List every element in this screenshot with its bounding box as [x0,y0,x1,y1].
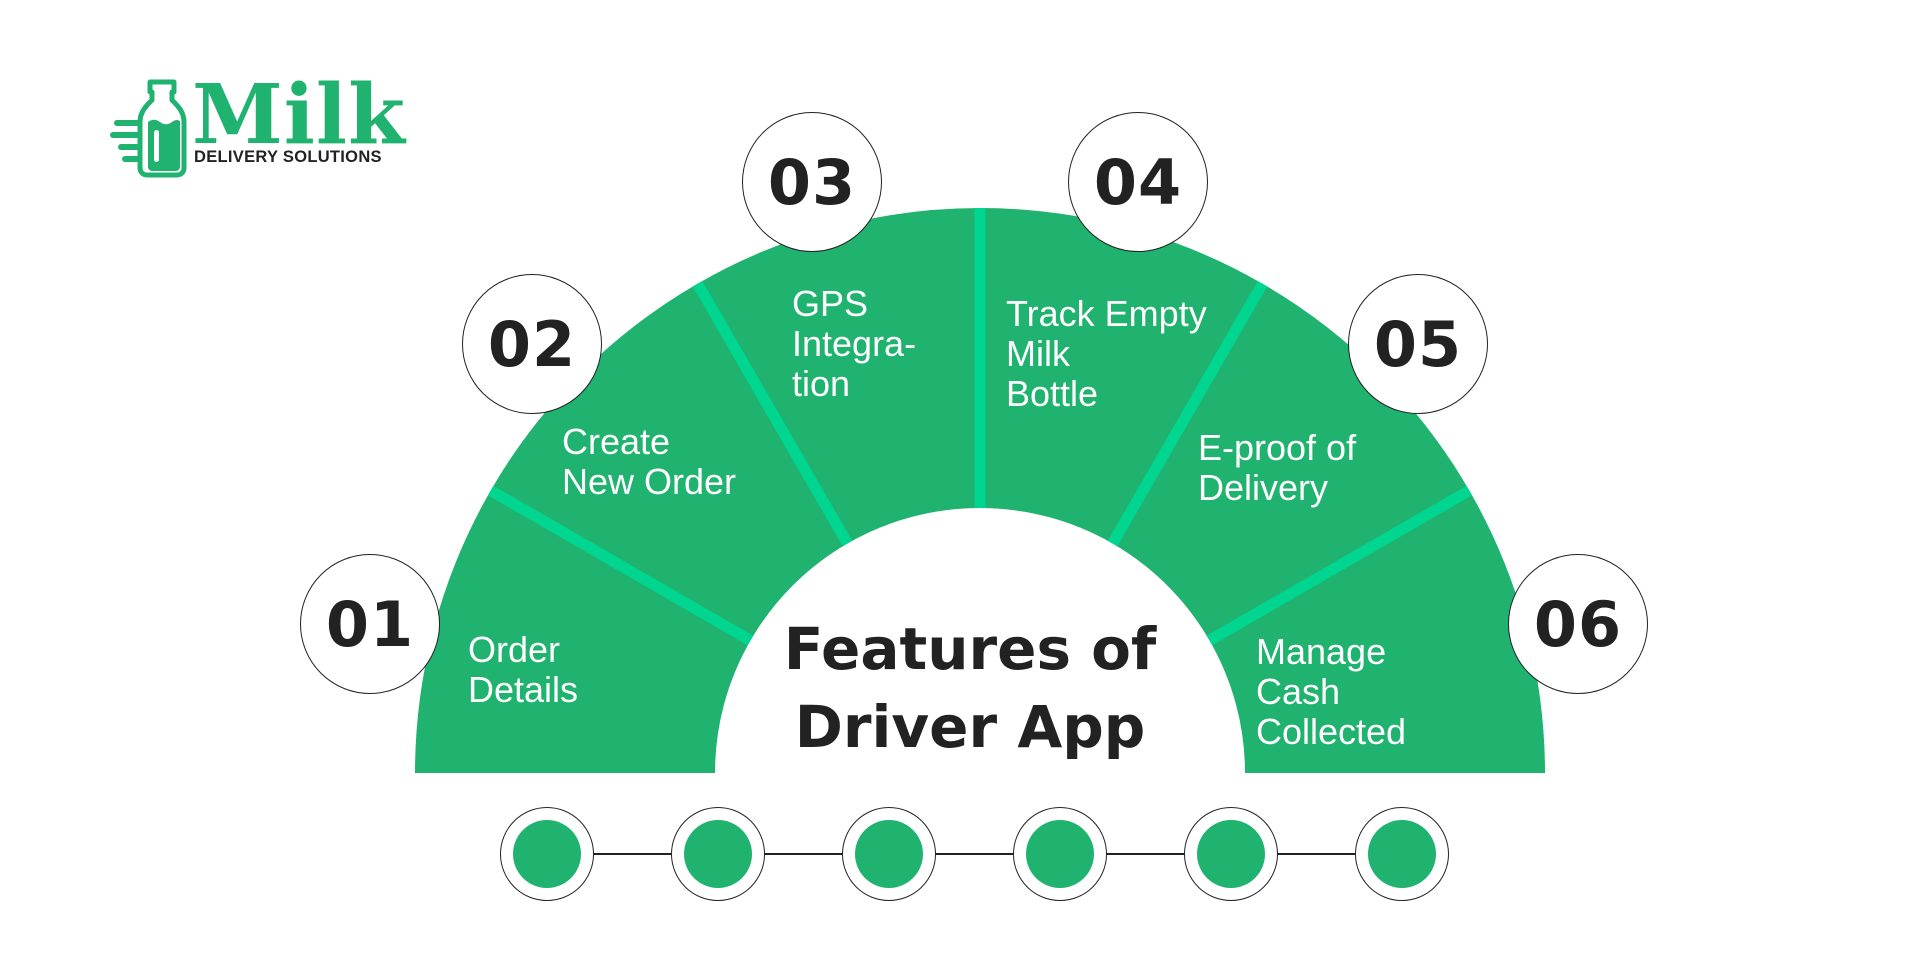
timeline-dot-fill [513,820,581,888]
segment-divider [1206,485,1473,646]
brand-name: Milk [192,67,406,163]
feature-segment-01 [415,490,751,773]
timeline-line [545,853,1400,855]
feature-number-05: 05 [1348,274,1488,414]
brand-logo: Milk DELIVERY SOLUTIONS [110,70,410,178]
timeline-dot-fill [1026,820,1094,888]
timeline-dot-5 [1184,807,1278,901]
feature-label-01: Order Details [468,629,579,710]
feature-number-06: 06 [1508,554,1648,694]
timeline-dot-fill [855,820,923,888]
segment-divider [1107,280,1268,547]
page-title: Features of Driver App [783,615,1157,761]
feature-segment-06 [1209,490,1545,773]
feature-label-04: Track Empty Milk Bottle [1006,293,1207,414]
timeline-dot-6 [1355,807,1449,901]
segment-divider [487,485,754,646]
feature-label-02: Create New Order [562,421,737,502]
feature-label-06: Manage Cash Collected [1256,631,1407,752]
timeline-dot-4 [1013,807,1107,901]
timeline-dot-2 [671,807,765,901]
timeline-dot-1 [500,807,594,901]
feature-segment-02 [490,283,848,641]
brand-tagline: DELIVERY SOLUTIONS [194,148,382,166]
feature-segment-04 [980,208,1263,544]
feature-segment-05 [1112,283,1470,641]
segment-divider [692,280,853,547]
feature-number-03: 03 [742,112,882,252]
timeline-dot-3 [842,807,936,901]
timeline-dot-fill [1368,820,1436,888]
feature-number-02: 02 [462,274,602,414]
feature-label-05: E-proof of Delivery [1198,427,1357,508]
timeline-dot-fill [684,820,752,888]
timeline-dot-fill [1197,820,1265,888]
feature-label-03: GPS Integra- tion [792,283,917,404]
feature-number-04: 04 [1068,112,1208,252]
milk-bottle-icon [110,79,187,178]
feature-segment-03 [697,208,980,544]
feature-number-01: 01 [300,554,440,694]
